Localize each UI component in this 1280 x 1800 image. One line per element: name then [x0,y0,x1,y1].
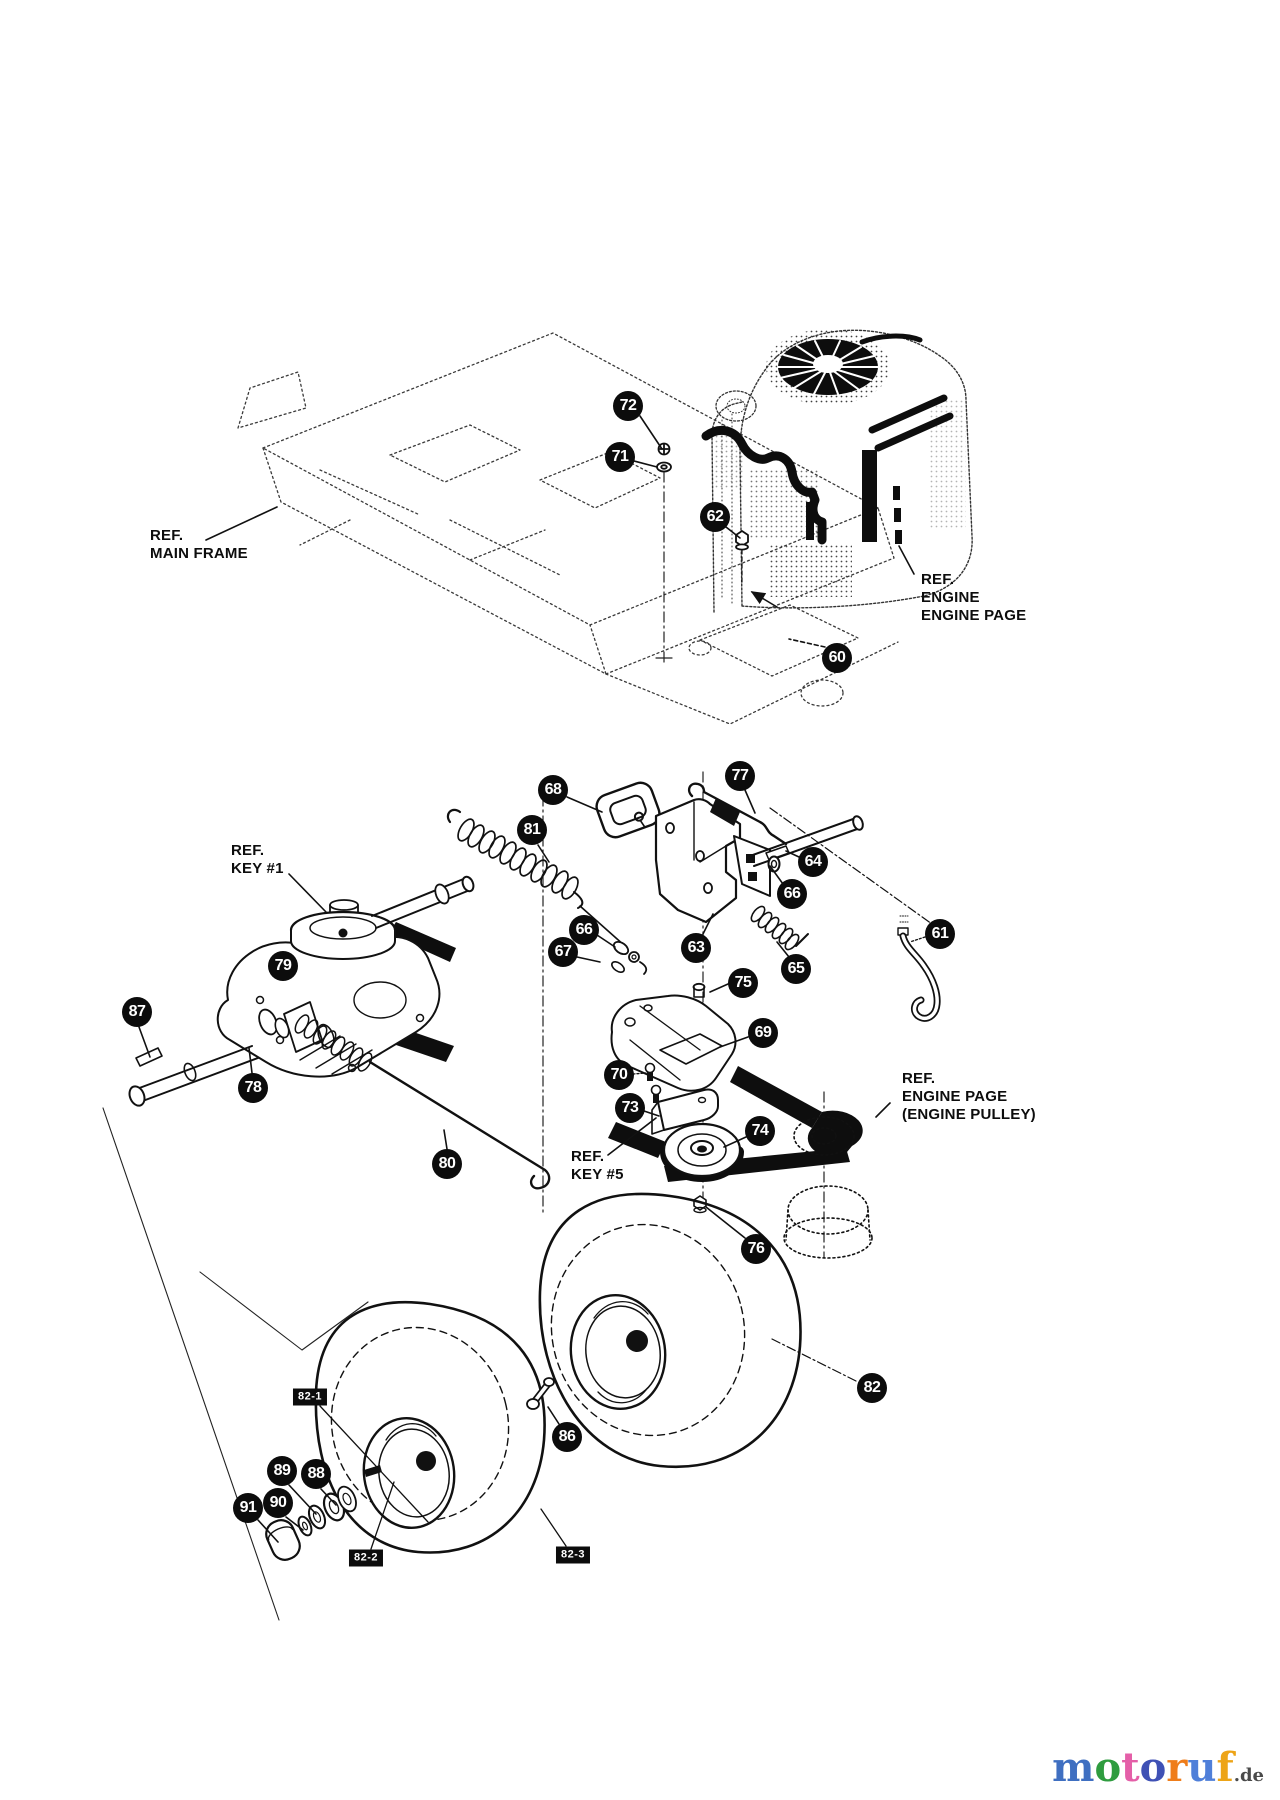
motoruf-watermark-logo[interactable]: motoruf.de [1052,1748,1264,1796]
part-plate-82-2: 82-2 [348,1549,384,1567]
part-plate-82-1: 82-1 [292,1388,328,1406]
logo-letter-o: o [1139,1744,1167,1791]
callout-90: 90 [263,1488,293,1518]
logo-letter-t: t [1121,1744,1140,1791]
fastener-71-72 [656,442,672,473]
callout-66-2: 66 [569,915,599,945]
callout-74: 74 [745,1116,775,1146]
callout-60: 60 [822,643,852,673]
logo-letter-u: u [1187,1744,1217,1791]
leader-lines [138,415,933,1550]
logo-letter-f: f [1216,1744,1234,1791]
idler-belt-assembly [608,994,873,1259]
ref-label-engine-pulley: REF. ENGINE PAGE (ENGINE PULLEY) [902,1070,1036,1123]
rod-61 [897,915,941,1022]
callout-80: 80 [432,1149,462,1179]
callout-77: 77 [725,761,755,791]
control-bracket-assembly [446,781,864,1009]
callout-79: 79 [268,951,298,981]
callout-62: 62 [700,502,730,532]
logo-word: motoruf [1052,1744,1234,1791]
wheel-rear [538,1192,802,1469]
ref-label-main-frame: REF. MAIN FRAME [150,527,248,562]
callout-91: 91 [233,1493,263,1523]
construction-lines [102,1107,369,1621]
callout-61: 61 [925,919,955,949]
ref-label-engine: REF. ENGINE ENGINE PAGE [921,571,1027,624]
callout-73: 73 [615,1093,645,1123]
callout-67: 67 [548,937,578,967]
wheel-front [314,1300,546,1554]
callout-82: 82 [857,1373,887,1403]
callout-71: 71 [605,442,635,472]
callout-69: 69 [748,1018,778,1048]
callout-89: 89 [267,1456,297,1486]
callout-64: 64 [798,847,828,877]
bolt-62 [735,530,749,585]
rod-80 [368,1060,551,1190]
ref-label-key-5: REF. KEY #5 [571,1148,624,1183]
callout-86: 86 [552,1422,582,1452]
main-frame-outline [237,332,899,725]
logo-suffix: .de [1233,1765,1264,1786]
callout-68: 68 [538,775,568,805]
callout-81: 81 [517,815,547,845]
transaxle-drawing [128,875,551,1190]
callout-87: 87 [122,997,152,1027]
logo-letter-m: m [1052,1744,1095,1791]
callout-76: 76 [741,1234,771,1264]
callout-72: 72 [613,391,643,421]
callout-88: 88 [301,1459,331,1489]
callout-63: 63 [681,933,711,963]
callout-65: 65 [781,954,811,984]
valve-stem-86 [526,1377,555,1410]
hub-hardware-parts [265,1485,357,1561]
logo-letter-o: o [1094,1744,1122,1791]
callout-75: 75 [728,968,758,998]
part-plate-82-3: 82-3 [555,1546,591,1564]
callout-66: 66 [777,879,807,909]
ref-label-key-1: REF. KEY #1 [231,842,284,877]
callout-70: 70 [604,1060,634,1090]
logo-letter-r: r [1166,1744,1188,1791]
engine-drawing [701,329,973,613]
callout-78: 78 [238,1073,268,1103]
